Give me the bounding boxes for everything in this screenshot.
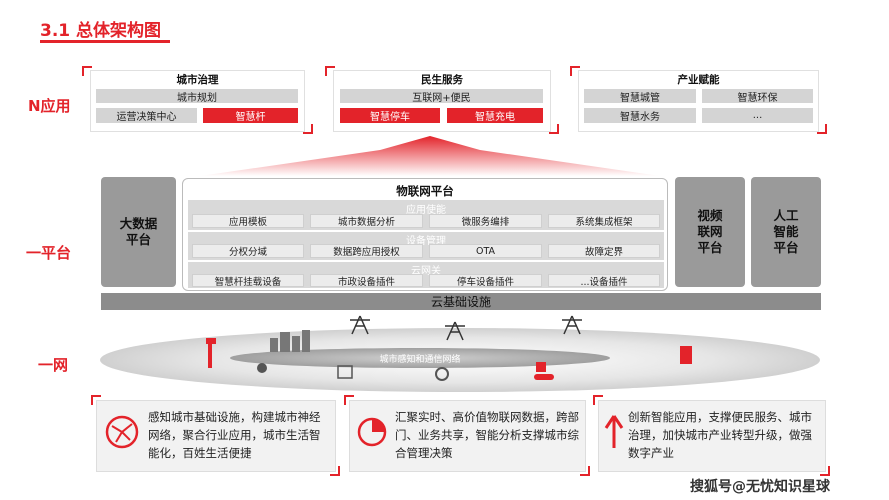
antenna-tower-icon <box>350 315 370 335</box>
watermark-text: 搜狐号@无忧知识星球 <box>690 479 830 495</box>
label-n-app: N应用 <box>28 97 71 115</box>
network-diagram <box>100 315 820 392</box>
car-icon <box>534 374 554 380</box>
bottom-text-3: 创新智能应用，支撑便民服务、城市治理，加快城市产业转型升级，做强数字产业 <box>628 410 812 460</box>
network-inner-ring <box>230 348 610 368</box>
buildings-icon <box>270 330 310 352</box>
label-one-network: 一网 <box>38 356 69 374</box>
ai-platform[interactable]: 人工 智能 平台 <box>751 177 821 287</box>
app-more[interactable]: ... <box>702 108 813 123</box>
bigdata-platform[interactable]: 大数据 平台 <box>101 177 176 287</box>
network-icon <box>105 415 139 449</box>
video-platform[interactable]: 视频 联网 平台 <box>675 177 745 287</box>
corner-decoration <box>303 124 313 134</box>
cell-more-plugin[interactable]: ...设备插件 <box>548 274 660 288</box>
gate-icon <box>337 365 353 379</box>
network-ring-label: 城市感知和通信网络 <box>379 355 461 365</box>
app-operation-center[interactable]: 运营决策中心 <box>96 108 197 123</box>
title-underline <box>40 40 170 43</box>
sensor-icon <box>435 367 449 381</box>
section-device-mgmt-label: 设备管理 <box>406 236 446 247</box>
corner-decoration <box>570 66 580 76</box>
app-internet-plus[interactable]: 互联网+便民 <box>340 89 543 104</box>
pie-chart-icon <box>357 417 387 447</box>
corner-decoration <box>549 124 559 134</box>
cell-data-auth[interactable]: 数据跨应用授权 <box>310 244 423 258</box>
cell-city-data-analysis[interactable]: 城市数据分析 <box>310 214 423 228</box>
cell-municipal-plugin[interactable]: 市政设备插件 <box>310 274 423 288</box>
app-city-planning[interactable]: 城市规划 <box>96 89 298 104</box>
iot-platform-title: 物联网平台 <box>396 184 454 198</box>
antenna-tower-icon <box>445 321 465 341</box>
app-smart-parking[interactable]: 智慧停车 <box>340 108 440 123</box>
corner-decoration <box>580 466 590 476</box>
label-one-platform: 一平台 <box>26 244 72 262</box>
cell-fault[interactable]: 故障定界 <box>548 244 660 258</box>
app-smart-water[interactable]: 智慧水务 <box>584 108 696 123</box>
corner-decoration <box>593 395 603 405</box>
cell-ota[interactable]: OTA <box>429 244 542 258</box>
upward-arrow-icon <box>200 136 660 176</box>
app-smart-urban-mgmt[interactable]: 智慧城管 <box>584 89 696 104</box>
cell-integration[interactable]: 系统集成框架 <box>548 214 660 228</box>
bottom-box-2 <box>349 400 586 472</box>
app-box-people-title: 民生服务 <box>421 74 463 86</box>
corner-decoration <box>82 66 92 76</box>
charger-icon <box>680 346 692 364</box>
section-app-enable-label: 应用使能 <box>406 205 446 216</box>
parking-sign-icon <box>536 362 546 372</box>
corner-decoration <box>817 124 827 134</box>
arrow-up-icon <box>604 415 624 448</box>
app-box-city-title: 城市治理 <box>176 74 219 86</box>
bottom-text-1: 感知城市基础设施，构建城市神经网络，聚合行业应用，城市生活智能化，百姓生活便捷 <box>148 410 321 460</box>
cell-pole-device[interactable]: 智慧杆挂载设备 <box>192 274 304 288</box>
corner-decoration <box>330 466 340 476</box>
cell-microservice[interactable]: 微服务编排 <box>429 214 542 228</box>
app-smart-charging[interactable]: 智慧充电 <box>447 108 543 123</box>
app-smart-pole[interactable]: 智慧杆 <box>203 108 298 123</box>
bottom-box-3 <box>598 400 826 472</box>
cell-parking-plugin[interactable]: 停车设备插件 <box>429 274 542 288</box>
app-box-industry-title: 产业赋能 <box>677 74 720 86</box>
cloud-infrastructure[interactable]: 云基础设施 <box>101 293 821 310</box>
cell-app-template[interactable]: 应用模板 <box>192 214 304 228</box>
bottom-text-2: 汇聚实时、高价值物联网数据，跨部门、业务共享，智能分析支撑城市综合管理决策 <box>395 410 579 460</box>
cell-permission[interactable]: 分权分域 <box>192 244 304 258</box>
corner-decoration <box>91 395 101 405</box>
corner-decoration <box>344 395 354 405</box>
street-light-icon <box>206 338 216 368</box>
app-smart-environment[interactable]: 智慧环保 <box>702 89 813 104</box>
camera-icon <box>257 363 267 373</box>
section-cloud-gateway-label: 云网关 <box>411 266 441 277</box>
antenna-tower-icon <box>562 315 582 335</box>
page-title: 3.1 总体架构图 <box>40 21 162 41</box>
corner-decoration <box>820 466 830 476</box>
corner-decoration <box>325 66 335 76</box>
